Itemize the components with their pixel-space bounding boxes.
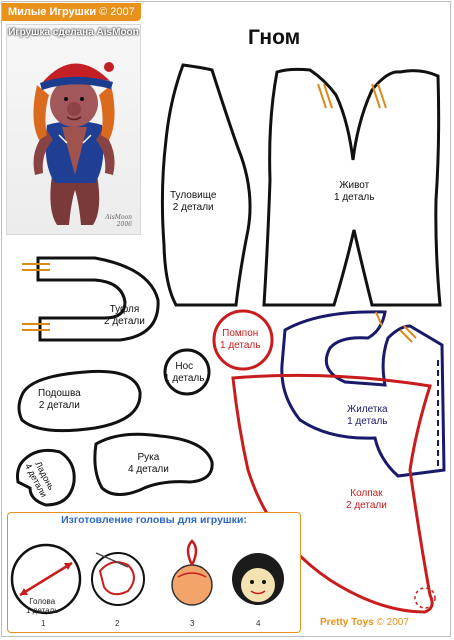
- sole-name: Подошва: [38, 388, 81, 399]
- cap-count: 2 детали: [346, 500, 387, 511]
- pompom-pattern-piece: [212, 309, 274, 371]
- nose-pattern-piece: [163, 348, 211, 396]
- leg-label: Туловище 2 детали: [170, 190, 216, 214]
- vest-pattern-piece: [280, 310, 446, 478]
- site-name: Милые Игрушки: [8, 6, 97, 18]
- head-caption: Голова 1 деталь: [26, 597, 58, 615]
- vest-name: Жилетка: [347, 404, 388, 415]
- shoe-count: 2 детали: [104, 316, 145, 327]
- site-brand-tab: Милые Игрушки© 2007: [2, 3, 141, 21]
- step-number-4: 4: [256, 619, 261, 628]
- step-number-1: 1: [41, 619, 46, 628]
- belly-name: Живот: [339, 180, 370, 191]
- head-instructions-panel: Изготовление головы для игрушки: Голова: [7, 512, 301, 633]
- leg-count: 2 детали: [172, 202, 214, 213]
- head-diameter-arrow: [19, 561, 73, 597]
- shoe-name: Туфля: [109, 304, 140, 315]
- vest-count: 1 деталь: [347, 416, 388, 427]
- gathered-head: [171, 564, 213, 606]
- pompom-count: 1 деталь: [220, 340, 261, 351]
- photo-signature-year: 2006: [116, 221, 132, 228]
- step-number-3: 3: [190, 619, 195, 628]
- head-circle-pattern: [10, 543, 82, 615]
- pompom-label: Помпон 1 деталь: [220, 328, 260, 352]
- photo-caption: Игрушка сделана AisMoon: [8, 27, 139, 38]
- arm-count: 4 детали: [128, 464, 169, 475]
- nose-name: Нос: [175, 361, 194, 372]
- belly-pattern-piece: [262, 67, 442, 307]
- nose-count: 1 деталь: [164, 373, 205, 384]
- pompom-name: Помпон: [222, 328, 259, 339]
- photo-signature: AisMoon 2006: [105, 214, 132, 228]
- page-title: Гном: [248, 26, 301, 49]
- toy-photo: Игрушка сделана AisMoon AisMoon 2006: [6, 24, 141, 235]
- nose-label: Нос 1 деталь: [164, 361, 204, 385]
- cap-name: Колпак: [350, 488, 383, 499]
- gnome-toy-image: [33, 62, 115, 225]
- cap-pattern-piece: [231, 373, 434, 614]
- shoe-seam-marks: [22, 263, 50, 331]
- head-caption-name: Голова: [29, 597, 56, 606]
- arm-pattern-piece: [93, 432, 214, 496]
- vest-label: Жилетка 1 деталь: [347, 404, 388, 428]
- stitched-circle: [91, 552, 145, 606]
- arm-label: Рука 4 детали: [128, 452, 169, 476]
- cap-label: Колпак 2 детали: [346, 488, 387, 512]
- footer-brand-name: Pretty Toys: [320, 617, 374, 628]
- photo-signature-name: AisMoon: [105, 214, 132, 221]
- vest-seam-marks: [375, 311, 417, 343]
- arm-name: Рука: [137, 452, 160, 463]
- cap-tip-mark: [414, 587, 436, 609]
- shoe-pattern-piece: [36, 256, 160, 342]
- sole-label: Подошва 2 детали: [38, 388, 81, 412]
- shoe-label: Туфля 2 детали: [104, 304, 145, 328]
- sole-pattern-piece: [17, 369, 142, 433]
- site-year: © 2007: [99, 6, 135, 18]
- footer-year: © 2007: [376, 617, 409, 628]
- head-panel-title: Изготовление головы для игрушки:: [61, 514, 247, 526]
- belly-count: 1 деталь: [334, 192, 375, 203]
- palm-pattern-piece: [16, 448, 76, 507]
- footer-brand: Pretty Toys © 2007: [320, 617, 409, 628]
- leg-name: Туловище: [170, 190, 217, 201]
- head-caption-count: 1 деталь: [26, 606, 59, 615]
- belly-label: Живот 1 деталь: [334, 180, 374, 204]
- belly-seam-marks: [317, 83, 387, 109]
- leg-pattern-piece: [160, 63, 252, 307]
- head-steps-illustration: [10, 539, 284, 615]
- sole-count: 2 детали: [38, 400, 80, 411]
- step-number-2: 2: [115, 619, 120, 628]
